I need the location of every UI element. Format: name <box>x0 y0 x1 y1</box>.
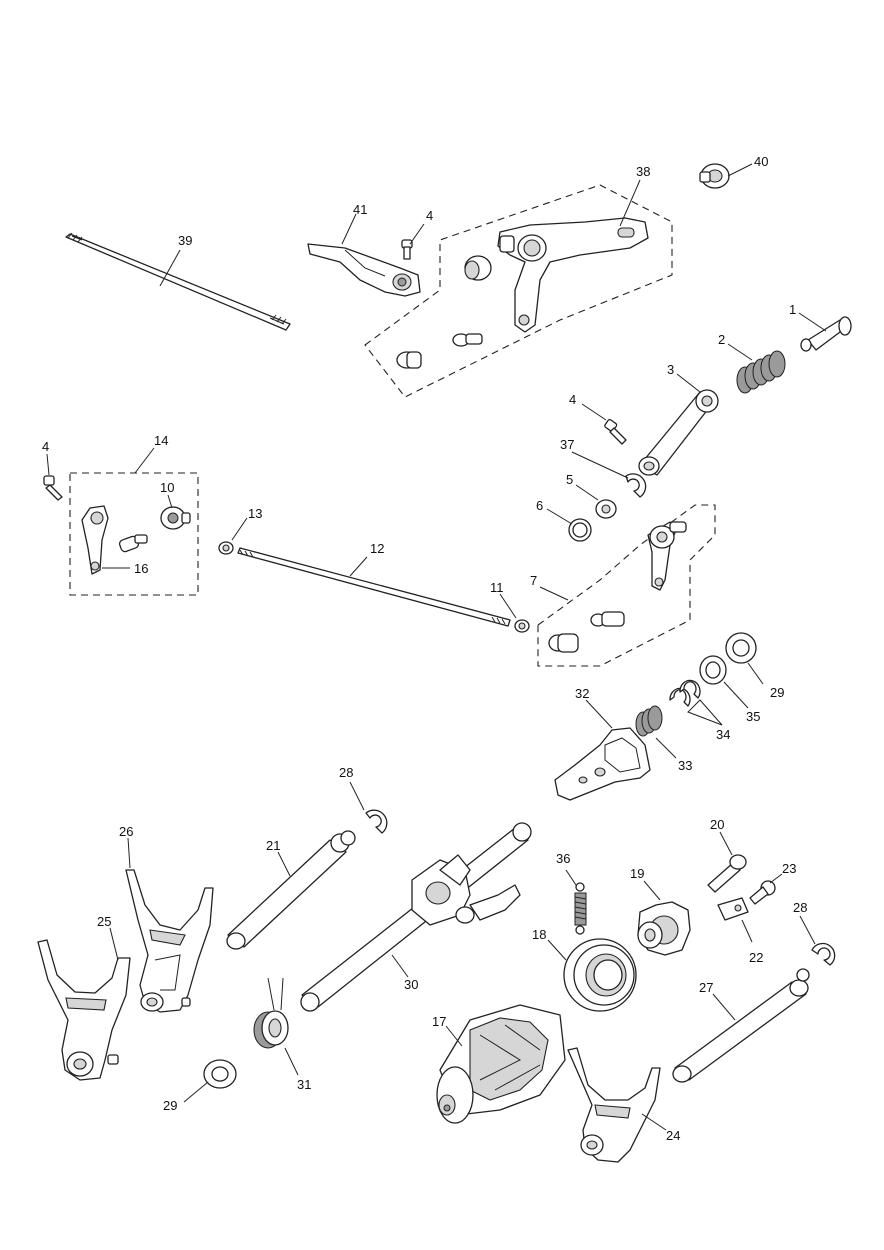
callout-32: 32 <box>575 686 589 701</box>
callout-38: 38 <box>636 164 650 179</box>
callout-31: 31 <box>297 1077 311 1092</box>
callout-34: 34 <box>716 727 730 742</box>
callout-25: 25 <box>97 914 111 929</box>
part-35-washer <box>699 655 727 685</box>
callout-30: 30 <box>404 977 418 992</box>
part-37-circlip <box>625 473 647 498</box>
part-5-washer <box>595 499 617 519</box>
callout-27: 27 <box>699 980 713 995</box>
part-3-link-arm <box>638 389 719 476</box>
part-30-selector-shaft <box>300 822 532 1012</box>
leader-lines <box>46 163 827 1131</box>
part-11-nut <box>514 619 530 633</box>
callout-11: 11 <box>490 580 504 595</box>
callout-29-upper: 29 <box>770 685 784 700</box>
callout-labels: 1 2 3 4 4 4 5 6 7 10 11 12 13 14 16 17 1… <box>42 154 807 1143</box>
callout-13: 13 <box>248 506 262 521</box>
part-4-bolt-upper <box>401 239 413 260</box>
part-38-lever-assembly <box>396 217 649 369</box>
part-36-spring <box>574 882 587 935</box>
part-21-shaft <box>226 830 356 950</box>
part-18-bearing <box>563 938 637 1012</box>
part-4-bolt-right <box>604 418 627 445</box>
part-23-bolt <box>749 880 776 905</box>
part-4-bolt-left <box>43 475 63 501</box>
part-20-bolt <box>707 854 747 893</box>
part-41-pedal-lever <box>307 243 421 297</box>
callout-22: 22 <box>749 950 763 965</box>
part-26-fork <box>125 869 214 1013</box>
callout-33: 33 <box>678 758 692 773</box>
part-1-pin <box>800 316 852 352</box>
callout-23: 23 <box>782 861 796 876</box>
part-28-circlip-lower <box>811 942 836 966</box>
part-6-oring <box>568 518 592 542</box>
part-32-detent-plate <box>554 727 651 801</box>
callout-21: 21 <box>266 838 280 853</box>
callout-4-left: 4 <box>42 439 49 454</box>
callout-17: 17 <box>432 1014 446 1029</box>
group-7-boundary <box>537 504 716 667</box>
callout-28-upper: 28 <box>339 765 353 780</box>
group-14-boundary <box>69 472 199 596</box>
part-25-fork <box>37 939 131 1081</box>
part-27-shaft <box>672 968 810 1083</box>
callout-19: 19 <box>630 866 644 881</box>
callout-7: 7 <box>530 573 537 588</box>
callout-18: 18 <box>532 927 546 942</box>
part-39-rod <box>65 232 291 331</box>
part-34-clips <box>669 679 701 707</box>
part-12-tie-rod <box>237 547 511 627</box>
part-19-detent-star <box>637 901 691 956</box>
callout-24: 24 <box>666 1128 680 1143</box>
callout-1: 1 <box>789 302 796 317</box>
callout-2: 2 <box>718 332 725 347</box>
part-40-rubber <box>699 163 730 189</box>
part-31-torsion-spring <box>253 977 289 1049</box>
callout-26: 26 <box>119 824 133 839</box>
callout-12: 12 <box>370 541 384 556</box>
part-7-arm-assembly <box>548 521 687 653</box>
part-13-nut <box>218 541 234 555</box>
callout-36: 36 <box>556 851 570 866</box>
callout-4-right: 4 <box>569 392 576 407</box>
part-24-fork <box>567 1047 661 1163</box>
callout-29-lower: 29 <box>163 1098 177 1113</box>
callout-28-lower: 28 <box>793 900 807 915</box>
part-28-circlip-upper <box>365 809 388 834</box>
part-33-spring <box>635 705 663 737</box>
callout-3: 3 <box>667 362 674 377</box>
callout-14: 14 <box>154 433 168 448</box>
callout-20: 20 <box>710 817 724 832</box>
callout-35: 35 <box>746 709 760 724</box>
callout-4-upper: 4 <box>426 208 433 223</box>
part-29-washer-lower <box>203 1059 237 1089</box>
part-2-spring <box>736 350 786 394</box>
callout-6: 6 <box>536 498 543 513</box>
callout-40: 40 <box>754 154 768 169</box>
group-38-boundary <box>364 184 673 398</box>
callout-39: 39 <box>178 233 192 248</box>
callout-5: 5 <box>566 472 573 487</box>
callout-41: 41 <box>353 202 367 217</box>
part-22-plate <box>717 897 749 921</box>
callout-10: 10 <box>160 480 174 495</box>
callout-37: 37 <box>560 437 574 452</box>
part-17-selector-drum <box>436 1004 566 1124</box>
callout-16: 16 <box>134 561 148 576</box>
part-14-arm-assembly <box>81 505 191 575</box>
part-29-washer-upper <box>725 632 757 664</box>
